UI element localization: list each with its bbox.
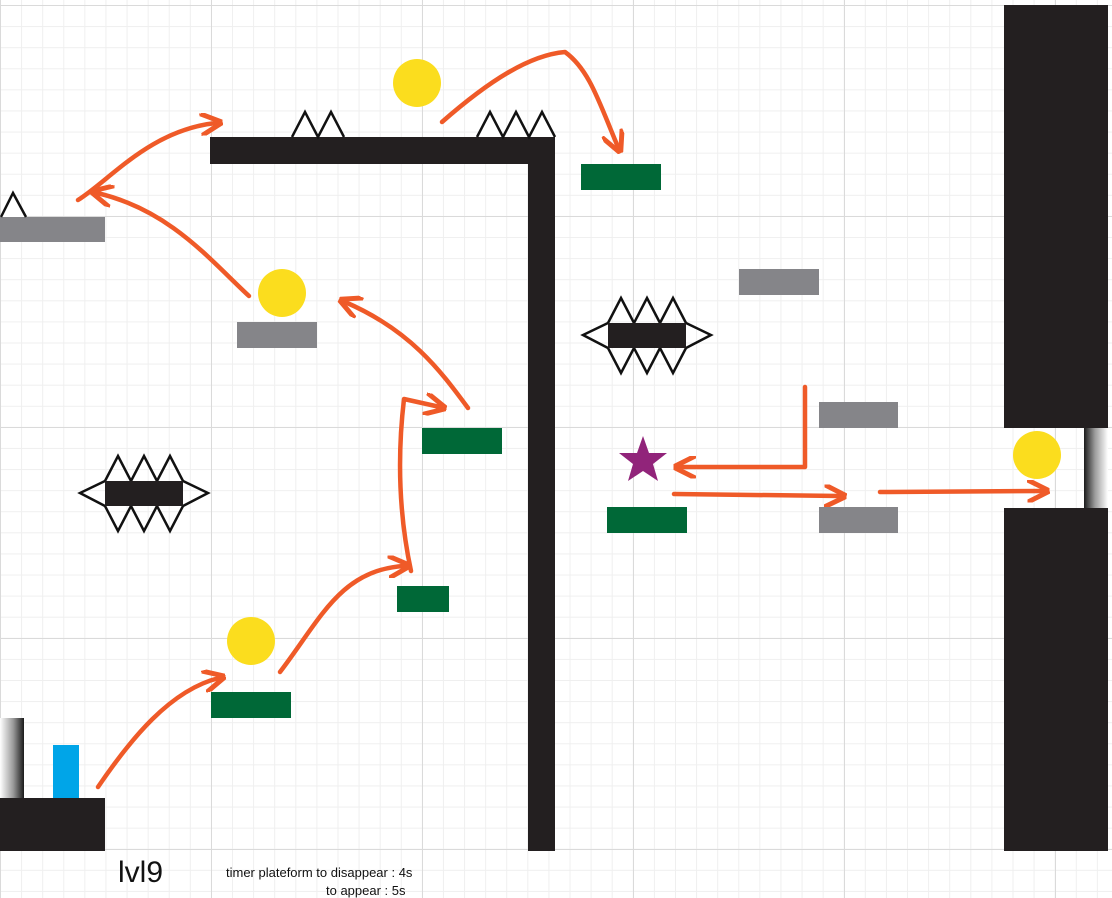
coin-icon <box>227 617 275 665</box>
right-wall-lower <box>1004 508 1108 851</box>
timed-platform-5 <box>607 507 687 533</box>
level-label: lvl9 <box>118 856 164 889</box>
timed-platform-4 <box>581 164 661 190</box>
top-beam-platform <box>210 137 554 164</box>
entry-door <box>0 718 24 798</box>
spiked-block-hazard-left <box>77 453 211 534</box>
timer-disappear-note: timer plateform to disappear : 4s <box>226 865 413 880</box>
star-icon <box>619 436 667 481</box>
path-arrows <box>75 49 1043 790</box>
start-ledge <box>0 798 105 851</box>
spiked-block-core-right <box>608 323 686 348</box>
static-platform-right-b <box>819 507 898 533</box>
right-wall-upper <box>1004 5 1108 428</box>
static-platform-upper-right <box>739 269 819 295</box>
coin-icon <box>393 59 441 107</box>
timed-platform-2 <box>397 586 449 612</box>
spiked-block-hazard-right <box>580 295 714 376</box>
coin-icon <box>1013 431 1061 479</box>
player-character <box>53 745 79 798</box>
central-pillar-wall <box>528 137 555 851</box>
spiked-block-core-left <box>105 481 183 506</box>
timed-platform-3 <box>422 428 502 454</box>
static-platform-left <box>0 217 105 242</box>
static-platform-right-a <box>819 402 898 428</box>
spike-icon <box>0 190 28 218</box>
static-platform-mid <box>237 322 317 348</box>
spike-icon <box>475 109 557 140</box>
spike-icon <box>290 109 346 140</box>
coin-icon <box>258 269 306 317</box>
timed-platform-1 <box>211 692 291 718</box>
timer-appear-note: to appear : 5s <box>326 883 406 898</box>
exit-door <box>1084 428 1108 508</box>
